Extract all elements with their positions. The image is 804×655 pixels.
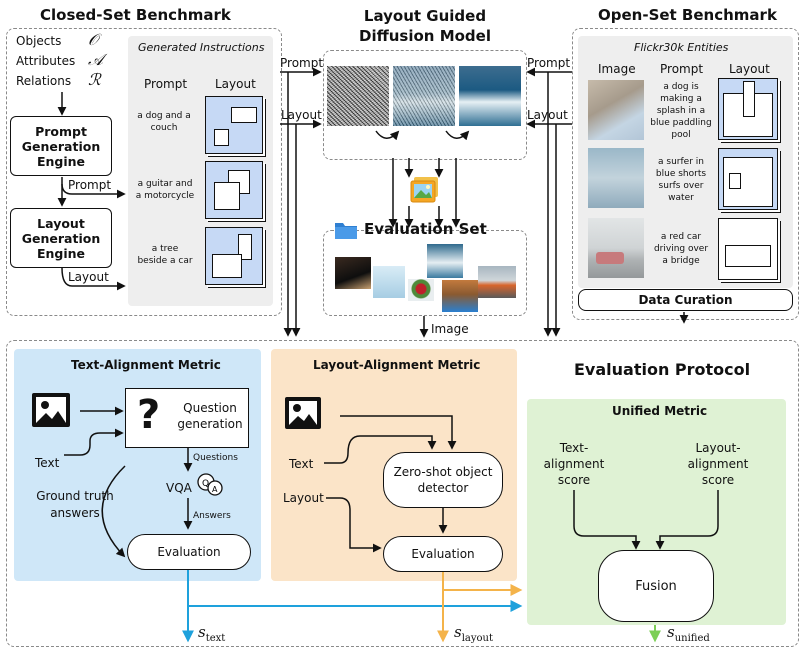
partially-denoised-image xyxy=(393,66,455,126)
eval-image-rose xyxy=(408,279,434,301)
text-score-subscript: text xyxy=(205,633,226,644)
layout-score: slayout xyxy=(454,623,493,644)
image-stack-icon xyxy=(410,176,440,204)
question-generation-box xyxy=(125,388,249,448)
prompt-generation-engine: Prompt Generation Engine xyxy=(10,116,112,176)
protocol-title: Evaluation Protocol xyxy=(574,360,751,379)
vqa-label: VQA xyxy=(166,481,192,495)
flickr-prompt: a red car driving over a bridge xyxy=(653,232,709,266)
unified-score-subscript: unified xyxy=(674,633,710,644)
flickr-image-surfer xyxy=(588,148,644,208)
attributes-symbol: 𝒜 xyxy=(88,50,104,69)
noise-image xyxy=(327,66,389,126)
questions-label: Questions xyxy=(193,453,238,463)
image-icon xyxy=(285,397,321,429)
unified-score: sunified xyxy=(667,623,710,644)
closed-set-title: Closed-Set Benchmark xyxy=(40,6,231,24)
model-layout-in-right: Layout xyxy=(527,108,568,122)
text-input-label: Text xyxy=(35,456,60,470)
unified-score-symbol: s xyxy=(667,623,675,641)
model-prompt-in-left: Prompt xyxy=(280,56,324,70)
text-score-symbol: s xyxy=(198,623,206,641)
model-layout-in-left: Layout xyxy=(281,108,322,122)
text-alignment-score-label: Text-alignment score xyxy=(543,441,605,487)
instruction-prompt: a tree beside a car xyxy=(137,244,193,266)
eval-image-dog-pool xyxy=(442,280,478,312)
surfer-image xyxy=(459,66,521,126)
attributes-label: Attributes xyxy=(16,54,76,68)
col-prompt-header: Prompt xyxy=(144,77,188,91)
eval-image-glass xyxy=(373,266,405,298)
model-prompt-in-right: Prompt xyxy=(527,56,571,70)
instruction-prompt: a dog and a couch xyxy=(137,111,191,133)
open-set-title: Open-Set Benchmark xyxy=(598,6,777,24)
eval-image-cat xyxy=(335,257,371,289)
col-layout-header: Layout xyxy=(215,77,256,91)
layout-input-label: Layout xyxy=(283,491,324,505)
image-icon xyxy=(32,393,70,427)
instruction-prompt: a guitar and a motorcycle xyxy=(135,179,195,201)
layout-arrow-label: Layout xyxy=(68,270,109,284)
model-title: Layout Guided Diffusion Model xyxy=(359,7,491,45)
generated-instructions-title: Generated Instructions xyxy=(138,41,265,54)
protocol-box xyxy=(6,340,799,647)
model-box xyxy=(323,50,527,160)
flickr-image-car xyxy=(588,218,644,278)
flickr-prompt: a dog is making a splash in a blue paddl… xyxy=(650,82,712,140)
col-prompt-header: Prompt xyxy=(660,62,704,76)
image-arrow-label: Image xyxy=(431,322,469,336)
layout-metric-title: Layout-Alignment Metric xyxy=(313,358,481,372)
flickr-image-dog xyxy=(588,80,644,140)
layout-score-subscript: layout xyxy=(461,633,493,644)
fusion-node: Fusion xyxy=(598,550,714,622)
flickr-prompt: a surfer in blue shorts surfs over water xyxy=(655,157,707,203)
layout-text-input-label: Text xyxy=(289,457,314,471)
svg-text:A: A xyxy=(212,485,218,494)
layout-generation-engine: Layout Generation Engine xyxy=(10,208,112,268)
ground-truth-label: Ground truth answers xyxy=(36,489,114,520)
relations-symbol: ℛ xyxy=(88,70,101,89)
text-evaluation-node: Evaluation xyxy=(127,534,251,570)
closed-set-box xyxy=(6,28,282,316)
object-detector-node: Zero-shot object detector xyxy=(383,452,503,508)
evaluation-set-title: Evaluation Set xyxy=(364,220,487,238)
col-layout-header: Layout xyxy=(729,62,770,76)
layout-score-symbol: s xyxy=(454,623,462,641)
flickr-layout xyxy=(718,218,778,280)
instruction-layout xyxy=(205,161,263,219)
layout-alignment-score-label: Layout-alignment score xyxy=(687,441,749,487)
text-metric-title: Text-Alignment Metric xyxy=(71,358,221,372)
text-score: stext xyxy=(198,623,225,644)
evaluation-set-box xyxy=(323,230,527,316)
eval-image-car xyxy=(478,266,516,298)
data-curation-box: Data Curation xyxy=(578,289,793,311)
question-mark-icon: ? xyxy=(137,392,161,438)
flickr-layout xyxy=(718,148,778,210)
col-image-header: Image xyxy=(598,62,636,76)
eval-image-surfer xyxy=(427,244,463,278)
instruction-layout xyxy=(205,227,263,285)
relations-label: Relations xyxy=(16,74,72,88)
instruction-layout xyxy=(205,96,263,154)
flickr-image-car-body xyxy=(596,252,624,264)
answers-label: Answers xyxy=(193,511,231,521)
objects-symbol: 𝒪 xyxy=(88,30,99,49)
flickr-title: Flickr30k Entities xyxy=(634,41,729,54)
objects-label: Objects xyxy=(16,34,62,48)
question-generation-label: Question generation xyxy=(177,401,243,431)
unified-metric-title: Unified Metric xyxy=(612,404,708,418)
folder-icon xyxy=(334,220,358,240)
layout-evaluation-node: Evaluation xyxy=(383,536,503,572)
prompt-arrow-label: Prompt xyxy=(68,178,112,192)
svg-text:Q: Q xyxy=(202,479,209,489)
flickr-layout xyxy=(718,78,778,140)
